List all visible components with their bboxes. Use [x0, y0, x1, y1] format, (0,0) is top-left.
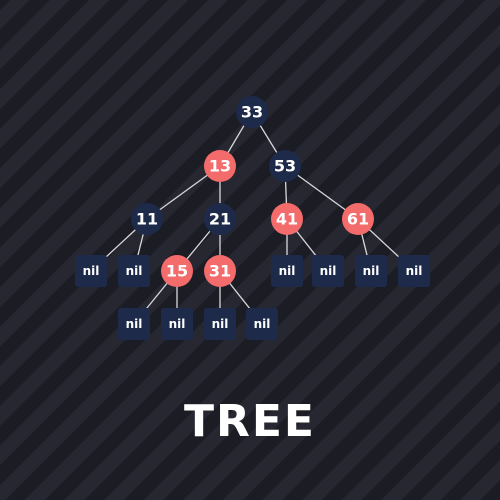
nil-leaf-box — [355, 255, 387, 287]
nil-label: nil — [254, 317, 271, 331]
red-node-circle — [204, 150, 236, 182]
tree-node-21: 21 — [204, 203, 236, 235]
nil-leaf: nil — [246, 308, 278, 340]
diagram-title: TREE — [183, 396, 316, 447]
nil-label: nil — [279, 264, 296, 278]
tree-node-61: 61 — [342, 203, 374, 235]
nil-leaf: nil — [271, 255, 303, 287]
node-value-label: 11 — [136, 210, 158, 229]
nil-leaf-box — [204, 308, 236, 340]
nil-label: nil — [212, 317, 229, 331]
nil-label: nil — [406, 264, 423, 278]
black-node-circle — [269, 150, 301, 182]
nil-leaf: nil — [75, 255, 107, 287]
nil-leaf-box — [118, 308, 150, 340]
nil-leaf: nil — [161, 308, 193, 340]
nil-leaf: nil — [118, 255, 150, 287]
node-value-label: 33 — [241, 103, 263, 122]
nil-leaf: nil — [312, 255, 344, 287]
red-node-circle — [271, 203, 303, 235]
tree-node-11: 11 — [131, 203, 163, 235]
black-node-circle — [204, 203, 236, 235]
nil-leaf-box — [312, 255, 344, 287]
nil-leaf: nil — [118, 308, 150, 340]
nil-leaf-box — [75, 255, 107, 287]
nil-leaf-box — [118, 255, 150, 287]
nil-label: nil — [363, 264, 380, 278]
tree-node-31: 31 — [204, 255, 236, 287]
tree-node-53: 53 — [269, 150, 301, 182]
red-node-circle — [342, 203, 374, 235]
tree-node-41: 41 — [271, 203, 303, 235]
node-value-label: 41 — [276, 210, 298, 229]
nil-leaf-box — [246, 308, 278, 340]
node-value-label: 61 — [347, 210, 369, 229]
nil-label: nil — [169, 317, 186, 331]
nil-label: nil — [83, 264, 100, 278]
nil-leaf-box — [161, 308, 193, 340]
tree-node-13: 13 — [204, 150, 236, 182]
node-value-label: 21 — [209, 210, 231, 229]
nil-label: nil — [320, 264, 337, 278]
nil-leaf: nil — [204, 308, 236, 340]
tree-node-33: 33 — [236, 96, 268, 128]
node-value-label: 13 — [209, 157, 231, 176]
tree-node-15: 15 — [161, 255, 193, 287]
node-value-label: 15 — [166, 262, 188, 281]
node-value-label: 53 — [274, 157, 296, 176]
nil-leaf-box — [271, 255, 303, 287]
nil-label: nil — [126, 317, 143, 331]
black-node-circle — [131, 203, 163, 235]
nil-leaf: nil — [355, 255, 387, 287]
nil-label: nil — [126, 264, 143, 278]
tree-nodes: 33 13 53 11 21 41 61 nil nil 15 31 nil nil nil nil nil n… — [75, 96, 430, 340]
red-node-circle — [161, 255, 193, 287]
red-node-circle — [204, 255, 236, 287]
nil-leaf: nil — [398, 255, 430, 287]
node-value-label: 31 — [209, 262, 231, 281]
nil-leaf-box — [398, 255, 430, 287]
black-node-circle — [236, 96, 268, 128]
